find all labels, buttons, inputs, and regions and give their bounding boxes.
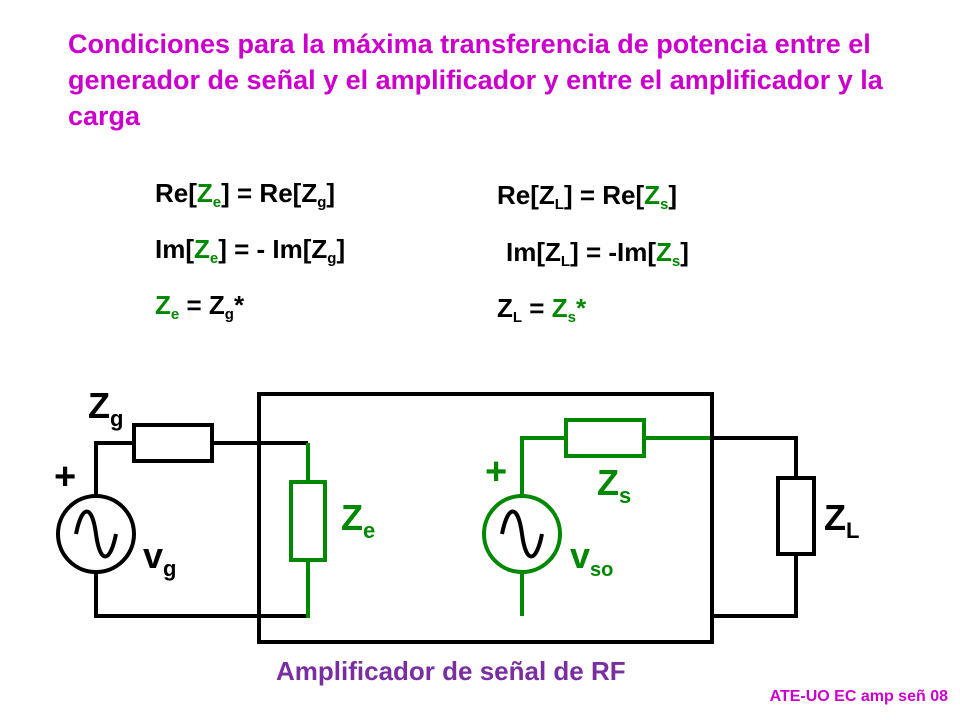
vso-label: vso xyxy=(570,535,613,581)
vg-plus-label: + xyxy=(54,456,76,498)
equation-im-zl-zs: Im[ZL] = -Im[Zs] xyxy=(506,237,689,270)
vso-plus-label: + xyxy=(485,451,507,493)
zs-label: Zs xyxy=(597,462,631,508)
zg-label: Zg xyxy=(88,385,123,431)
equation-re-zl-zs: Re[ZL] = Re[Zs] xyxy=(497,180,678,213)
zl-label: ZL xyxy=(824,497,859,543)
zs-resistor xyxy=(564,418,646,458)
ze-resistor xyxy=(289,480,327,562)
amplifier-caption: Amplificador de señal de RF xyxy=(276,656,626,686)
page-title: Condiciones para la máxima transferencia… xyxy=(68,29,883,131)
ze-label: Ze xyxy=(341,497,375,543)
amplifier-box xyxy=(257,392,714,644)
vso-sine-icon xyxy=(500,509,544,559)
output-source-wiring xyxy=(520,436,710,616)
zg-resistor xyxy=(132,423,214,463)
equation-ze-conj-zg: Ze = Zg* xyxy=(155,290,245,323)
slide-footer: ATE-UO EC amp señ 08 xyxy=(769,688,948,705)
vg-sine-icon xyxy=(74,509,118,559)
generator-wiring xyxy=(94,441,308,618)
equation-im-ze-zg: Im[Ze] = - Im[Zg] xyxy=(155,234,346,267)
load-wiring xyxy=(710,436,798,618)
equation-zl-conj-zs: ZL = Zs* xyxy=(497,293,587,326)
vg-label: vg xyxy=(143,535,176,581)
equation-re-ze-zg: Re[Ze] = Re[Zg] xyxy=(155,178,336,211)
zl-resistor xyxy=(776,476,816,556)
